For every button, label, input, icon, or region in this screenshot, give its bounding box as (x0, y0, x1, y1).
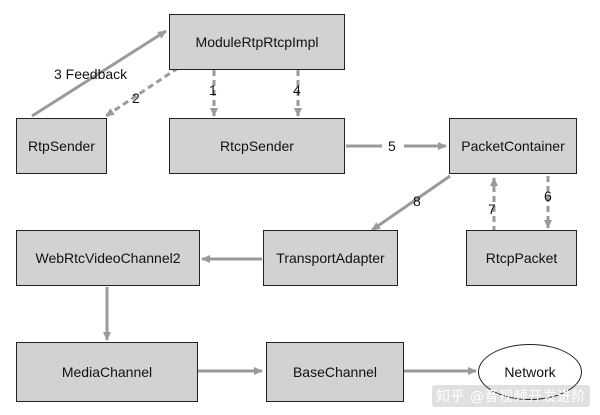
node-webrtc-video-channel2: WebRtcVideoChannel2 (16, 230, 200, 286)
edge-label-1: 1 (209, 82, 217, 98)
node-rtp-sender: RtpSender (16, 118, 107, 174)
edge-label-6: 6 (544, 188, 552, 204)
node-rtcp-sender: RtcpSender (169, 118, 345, 174)
node-transport-adapter: TransportAdapter (263, 230, 398, 286)
node-packet-container: PacketContainer (449, 118, 577, 174)
edge-label-7: 7 (488, 201, 496, 217)
edge-feedback (31, 29, 167, 118)
node-base-channel: BaseChannel (266, 342, 404, 402)
watermark: 知乎 @音视频开发进阶 (432, 385, 590, 407)
edge-label-8: 8 (413, 193, 421, 209)
edge-label-4: 4 (293, 82, 301, 98)
edge-2 (105, 66, 179, 118)
node-network: Network (478, 344, 582, 400)
edge-8 (371, 174, 451, 232)
node-media-channel: MediaChannel (16, 342, 198, 402)
edge-label-feedback: 3 Feedback (54, 66, 128, 82)
node-module-rtp-rtcp-impl: ModuleRtpRtcpImpl (169, 14, 345, 70)
edge-label-5: 5 (388, 138, 396, 154)
edge-label-2: 2 (132, 90, 140, 106)
node-rtcp-packet: RtcpPacket (466, 230, 577, 286)
